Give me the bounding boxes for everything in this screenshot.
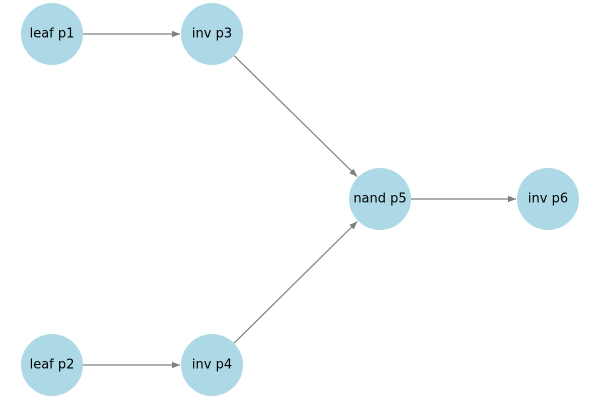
edge-p4-to-p5 [233,221,358,344]
edge-p3-to-p5 [233,55,358,178]
node-label-p1: leaf p1 [30,27,75,42]
node-circle-p2 [21,334,83,396]
node-p3: inv p3 [181,3,243,65]
node-p4: inv p4 [181,334,243,396]
node-label-p2: leaf p2 [30,358,75,373]
node-circle-p3 [181,3,243,65]
node-circle-p4 [181,334,243,396]
node-p6: inv p6 [517,168,579,230]
node-p5: nand p5 [349,168,411,230]
node-circle-p6 [517,168,579,230]
node-label-p4: inv p4 [192,358,232,373]
edges-layer [83,30,516,369]
node-label-p6: inv p6 [528,192,568,207]
node-p2: leaf p2 [21,334,83,396]
node-label-p3: inv p3 [192,27,232,42]
nodes-layer: leaf p1 leaf p2 inv p3 inv p4 nand p5 inv p6 [21,3,579,396]
node-label-p5: nand p5 [353,192,406,207]
node-circle-p1 [21,3,83,65]
node-p1: leaf p1 [21,3,83,65]
node-circle-p5 [349,168,411,230]
